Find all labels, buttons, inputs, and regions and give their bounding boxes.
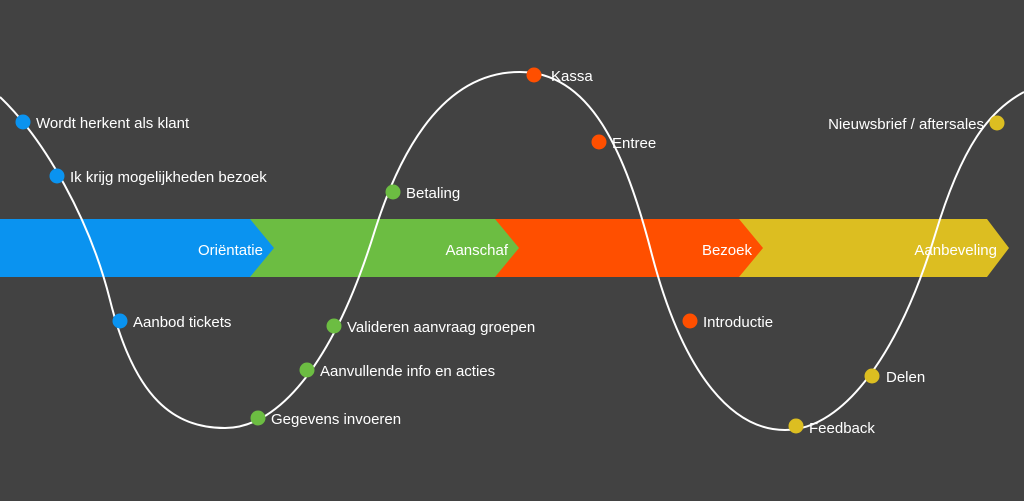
phase-label-bezoek: Bezoek bbox=[702, 242, 753, 259]
touchpoint-label: Introductie bbox=[703, 314, 773, 331]
touchpoint-dot[interactable] bbox=[299, 362, 315, 378]
touchpoint-label: Entree bbox=[612, 135, 656, 152]
phase-arrow-aanschaf bbox=[250, 219, 521, 277]
touchpoint-dot[interactable] bbox=[326, 318, 342, 334]
touchpoint-label: Feedback bbox=[809, 420, 875, 437]
touchpoint-label: Kassa bbox=[551, 68, 593, 85]
touchpoint-label: Nieuwsbrief / aftersales bbox=[828, 116, 984, 133]
touchpoint-label: Betaling bbox=[406, 185, 460, 202]
journey-wave-curve bbox=[0, 70, 1024, 432]
touchpoint-label: Valideren aanvraag groepen bbox=[347, 319, 535, 336]
touchpoint-dot[interactable] bbox=[864, 368, 880, 384]
touchpoint-label: Aanbod tickets bbox=[133, 314, 231, 331]
phase-label-aanbeveling: Aanbeveling bbox=[914, 242, 997, 259]
touchpoint-dot[interactable] bbox=[526, 67, 542, 83]
phase-arrow-bezoek bbox=[495, 219, 765, 277]
phase-arrow-orientatie bbox=[0, 219, 276, 277]
touchpoint-dot[interactable] bbox=[682, 313, 698, 329]
touchpoint-dot[interactable] bbox=[788, 418, 804, 434]
touchpoint-dot[interactable] bbox=[591, 134, 607, 150]
touchpoint-dot[interactable] bbox=[112, 313, 128, 329]
touchpoint-dot[interactable] bbox=[49, 168, 65, 184]
touchpoint-label: Gegevens invoeren bbox=[271, 411, 401, 428]
touchpoint-label: Delen bbox=[886, 369, 925, 386]
phase-label-orientatie: Oriëntatie bbox=[198, 242, 263, 259]
phase-arrow-aanbeveling bbox=[739, 219, 1009, 277]
touchpoint-dot[interactable] bbox=[385, 184, 401, 200]
touchpoint-dot[interactable] bbox=[989, 115, 1005, 131]
phase-label-aanschaf: Aanschaf bbox=[445, 242, 508, 259]
touchpoint-label: Aanvullende info en acties bbox=[320, 363, 495, 380]
touchpoints: Wordt herkent als klant Ik krijg mogelij… bbox=[15, 67, 1005, 437]
phase-band: Oriëntatie Aanschaf Bezoek Aanbeveling bbox=[0, 219, 1009, 277]
touchpoint-label: Wordt herkent als klant bbox=[36, 115, 190, 132]
touchpoint-dot[interactable] bbox=[15, 114, 31, 130]
touchpoint-dot[interactable] bbox=[250, 410, 266, 426]
touchpoint-label: Ik krijg mogelijkheden bezoek bbox=[70, 169, 267, 186]
